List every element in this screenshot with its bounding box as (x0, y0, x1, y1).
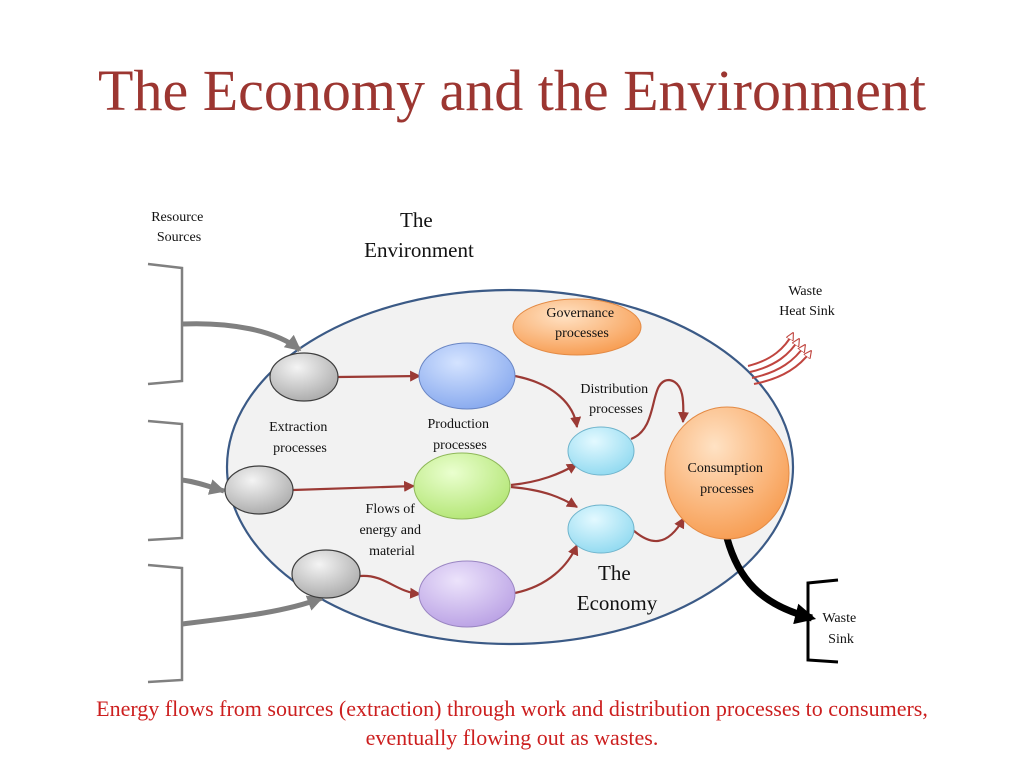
flow-arrow-production-middle-up (510, 463, 578, 487)
production-node-purple (418, 560, 516, 628)
extraction-node-top (269, 352, 339, 402)
governance-node (512, 298, 642, 356)
production-node-blue (418, 342, 516, 410)
flow-arrow-extraction-middle (292, 480, 416, 492)
economy-label: The Economy (577, 561, 658, 615)
slide-title: The Economy and the Environment (98, 58, 926, 123)
flow-arrow-extraction-top (337, 370, 422, 382)
consumption-node (664, 406, 790, 540)
environment-label: The Environment (364, 208, 474, 262)
flow-arrow-extraction-bottom (359, 574, 422, 599)
resource-bracket-top (147, 262, 184, 386)
resource-bracket-middle (147, 419, 184, 542)
resource-arrow-middle (181, 477, 226, 495)
flow-arrow-distribution-top (630, 378, 689, 441)
waste-heat-arrows (747, 333, 811, 385)
governance-label: Governance processes (546, 306, 617, 341)
consumption-label: Consumption processes (688, 461, 767, 497)
distribution-node-bottom (567, 504, 635, 554)
production-node-green (413, 452, 511, 520)
distribution-node-top (567, 426, 635, 476)
flow-arrow-distribution-bottom (632, 517, 685, 543)
slide-caption: Energy flows from sources (extraction) t… (96, 696, 928, 750)
flow-arrow-production-top (514, 374, 582, 429)
flow-arrow-production-bottom (514, 543, 579, 595)
extraction-node-bottom (291, 549, 361, 599)
resource-arrow-bottom (181, 595, 324, 627)
resource-bracket-bottom (147, 563, 184, 684)
resource-sources-label: Resource Sources (151, 210, 207, 245)
environment-boundary (225, 288, 795, 646)
flow-arrow-production-middle-down (510, 485, 578, 508)
waste-output-arrow (723, 537, 817, 625)
waste-sink-label: Waste Sink (822, 611, 859, 647)
flows-label: Flows of energy and material (359, 502, 424, 559)
extraction-node-middle (224, 465, 294, 515)
waste-sink-bracket (806, 578, 839, 664)
distribution-label: Distribution processes (580, 382, 651, 417)
production-label: Production processes (428, 417, 493, 453)
waste-heat-sink-label: Waste Heat Sink (779, 284, 835, 319)
resource-arrow-top (181, 321, 302, 352)
extraction-label: Extraction processes (269, 420, 331, 456)
